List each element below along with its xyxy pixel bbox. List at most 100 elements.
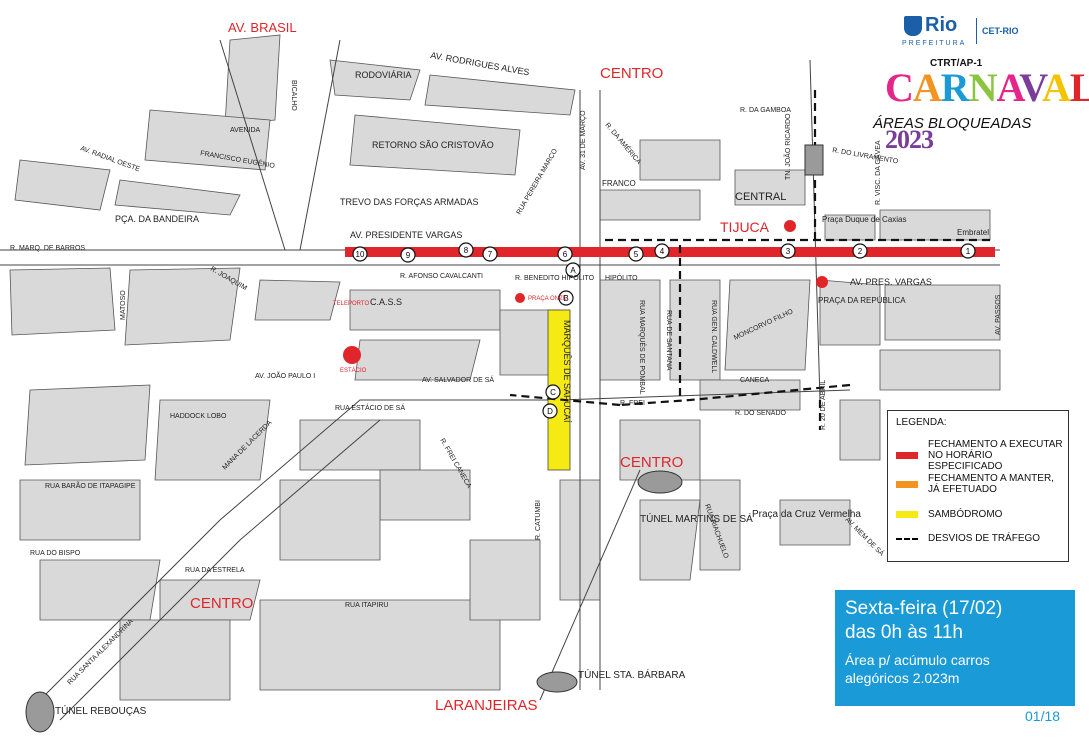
label-afonso-cavalcanti: R. AFONSO CAVALCANTI	[400, 273, 483, 280]
label-teleporto: TELEPORTO	[333, 301, 369, 307]
label-central: CENTRAL	[735, 191, 786, 203]
metro-praca-onze-icon	[515, 293, 525, 303]
legend-title: LEGENDA:	[896, 417, 947, 428]
closure-presidente-vargas	[345, 247, 995, 257]
label-cruz-vermelha: Praça da Cruz Vermelha	[752, 509, 861, 520]
tunel-barbara-icon	[536, 671, 578, 693]
label-centro-mid: CENTRO	[620, 454, 683, 471]
marker-3-circle	[780, 243, 796, 259]
label-hipolito: HIPÓLITO	[605, 273, 638, 282]
marker-9: 9	[406, 251, 411, 260]
traffic-detours	[509, 90, 990, 430]
marker-10-circle	[352, 246, 368, 262]
prefeitura-logo: Rio PREFEITURA CET-RIO	[900, 12, 1030, 52]
metro-estacio-icon	[343, 346, 361, 364]
label-marques-sapucai: MARQUÊS DE SAPUCAÍ	[562, 320, 572, 423]
label-catumbi: R. CATUMBI	[535, 500, 542, 540]
tunel-joao-ricardo-icon	[804, 144, 824, 176]
marker-7-circle	[482, 246, 498, 262]
label-marques-pombal: RUA MARQUÊS DE POMBAL	[638, 300, 647, 395]
marker-1: 1	[966, 247, 971, 256]
label-franco: FRANCO	[602, 179, 636, 188]
label-estrela: RUA DA ESTRELA	[185, 567, 245, 574]
marker-4-circle	[654, 243, 670, 259]
legend-swatch-orange	[896, 480, 918, 488]
marker-9-circle	[400, 247, 416, 263]
logo-divider	[976, 18, 977, 44]
label-marques-barros: R. MARQ. DE BARROS	[10, 245, 85, 252]
marker-2-circle	[852, 243, 868, 259]
label-tunel-barbara: TÚNEL STA. BÁRBARA	[578, 668, 686, 681]
label-rodoviaria: RODOVIÁRIA	[355, 70, 412, 80]
schedule-note-1: Área p/ acúmulo carros	[845, 652, 990, 668]
marker-8-circle	[458, 242, 474, 258]
code-label: CTRT/AP-1	[930, 58, 983, 69]
marker-3: 3	[786, 247, 791, 256]
label-benedito: R. BENEDITO HIPÓLITO	[515, 273, 595, 282]
marker-c: C	[550, 388, 556, 397]
label-passos: AV. PASSOS	[995, 294, 1002, 335]
label-praca-caxias: Praça Duque de Caxias	[822, 215, 907, 224]
marker-5-circle	[628, 246, 644, 262]
label-vinte-abril: R. 20 DE ABRIL	[820, 380, 827, 430]
label-bispo: RUA DO BISPO	[30, 550, 81, 557]
legend-swatch-yellow	[896, 511, 918, 518]
label-estacio-metro: ESTÁCIO	[340, 367, 367, 374]
label-avenida: AVENIDA	[230, 127, 261, 134]
label-av-brasil: AV. BRASIL	[228, 20, 297, 35]
schedule-day: Sexta-feira (17/02)	[845, 598, 1003, 619]
marker-c-circle	[545, 384, 561, 400]
marker-a: A	[570, 266, 576, 275]
city-blocks	[9, 34, 1001, 701]
label-desantana: RUA DE SANTANA	[665, 310, 672, 371]
marker-b-circle	[558, 290, 574, 306]
label-caneca: CANECA	[740, 377, 770, 384]
label-estacio: RUA ESTÁCIO DE SÁ	[335, 403, 405, 412]
subtitle: ÁREAS BLOQUEADAS	[873, 115, 1032, 132]
tunnels	[25, 144, 824, 733]
label-praca-onze: PRAÇA ONZE	[528, 296, 567, 302]
label-cass: C.A.S.S	[370, 297, 402, 307]
label-tunel-martins: TÚNEL MARTINS DE SÁ	[640, 512, 753, 525]
label-centro-top: CENTRO	[600, 65, 663, 82]
legend-arrow-icon	[896, 537, 918, 540]
label-bicalho: BICALHO	[290, 80, 297, 111]
label-tijuca: TIJUCA	[720, 219, 770, 235]
label-itapiru: RUA ITAPIRU	[345, 602, 388, 609]
label-av31: AV. 31 DE MARÇO	[580, 110, 587, 170]
tunel-reboucas-icon	[25, 691, 55, 733]
label-pca-bandeira: PÇA. DA BANDEIRA	[115, 214, 199, 224]
marker-8: 8	[464, 246, 469, 255]
marker-7: 7	[488, 250, 493, 259]
label-tunel-reboucas: TÚNEL REBOUÇAS	[55, 704, 147, 717]
legend-item-yellow: SAMBÓDROMO	[896, 509, 1002, 520]
label-praca-republica: PRAÇA DA REPÚBLICA	[818, 296, 906, 305]
logo-cet-rio: CET-RIO	[982, 26, 1019, 36]
marker-b: B	[563, 294, 568, 303]
metro-central-icon	[784, 220, 796, 232]
label-salvador-sa: AV. SALVADOR DE SÁ	[422, 375, 494, 384]
marker-5: 5	[634, 250, 639, 259]
marker-d-circle	[542, 403, 558, 419]
logo-rio: Rio	[925, 14, 958, 36]
legend-item-detour: DESVIOS DE TRÁFEGO	[896, 533, 1040, 544]
page-number: 01/18	[1025, 708, 1061, 724]
schedule-note-2: alegóricos 2.023m	[845, 670, 960, 686]
label-centro-bottom: CENTRO	[190, 595, 253, 612]
label-laranjeiras: LARANJEIRAS	[435, 697, 538, 714]
carnaval-title: CARNAVAL 2023	[885, 65, 1089, 154]
logo-prefeitura: PREFEITURA	[902, 40, 967, 47]
label-trevo: TREVO DAS FORÇAS ARMADAS	[340, 197, 479, 207]
marker-10: 10	[356, 250, 365, 259]
label-joao-ricardo: TN. JOÃO RICARDO	[783, 113, 792, 180]
label-frei: R. FREI	[620, 400, 645, 407]
legend-item-orange: FECHAMENTO A MANTER,JÁ EFETUADO	[896, 473, 1054, 495]
marker-2: 2	[858, 247, 863, 256]
label-senado: R. DO SENADO	[735, 410, 787, 417]
schedule-hours: das 0h às 11h	[845, 622, 963, 643]
marker-1-circle	[960, 243, 976, 259]
